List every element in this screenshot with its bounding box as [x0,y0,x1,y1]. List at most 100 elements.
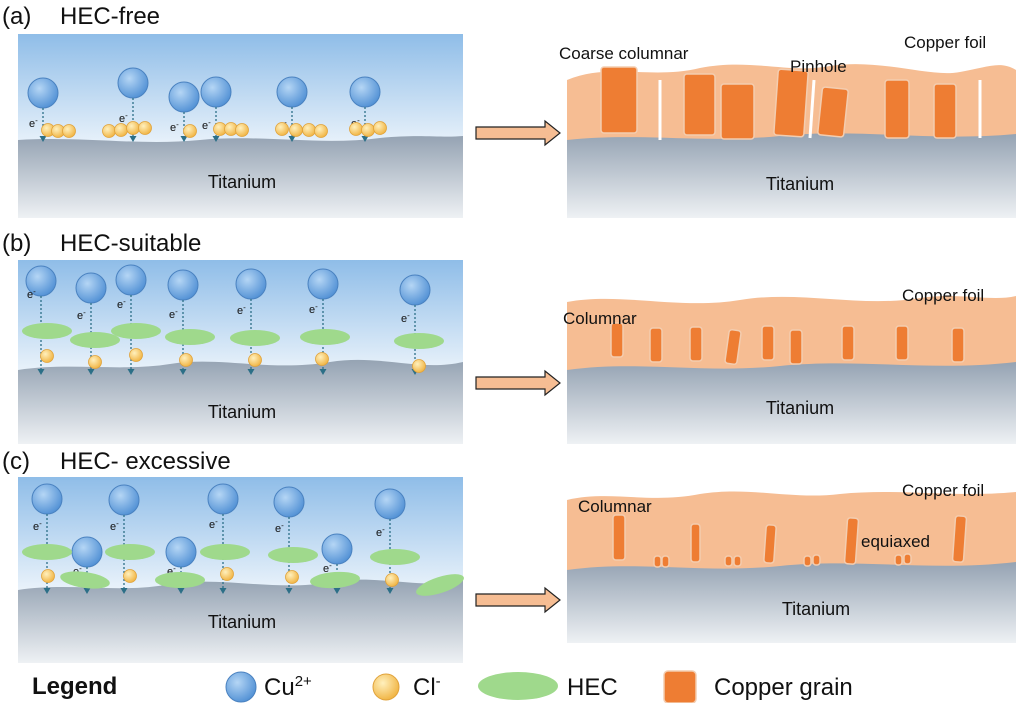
cl-ion [123,569,137,583]
electron-label: e- [237,303,246,317]
panel-a-left-solution: Titanium e-e-e-e-e-e- [18,34,463,218]
legend: Legend Cu2+ Cl- HEC Copper grain [32,670,853,703]
cl-ion [315,352,329,366]
cu-ion [235,268,267,300]
cl-ion [40,349,54,363]
hec-molecule [230,330,280,346]
copper-grain [600,66,638,134]
hec-molecule [165,329,215,345]
electron-label: e- [117,297,126,311]
panel-a-coarse-columnar-label: Coarse columnar [559,44,689,63]
arrow-head [319,369,327,375]
panel-a-right-foil: Titanium Coarse columnar Pinhole Copper … [559,33,1016,218]
panel-a-pinholes [658,79,982,140]
cl-ion [138,121,152,135]
panel-b: (b) HEC-suitable Titanium e-e-e-e-e-e-e-… [2,230,1016,444]
cl-ion [235,123,249,137]
cu-ion [200,76,232,108]
hec-molecule [300,329,350,345]
panel-b-left-solution: Titanium e-e-e-e-e-e-e- [18,260,463,444]
copper-grain [773,68,809,138]
cu-ion [108,484,140,516]
cu-ion [321,533,353,565]
hec-molecule [394,333,444,349]
electron-label: e- [119,111,128,125]
arrow-head [386,588,394,594]
panel-b-columnar-label: Columnar [563,309,637,328]
cl-ion [289,123,303,137]
copper-grain [817,86,849,138]
arrow-head [285,588,293,594]
copper-grain [689,326,703,362]
panel-c-grains [612,514,968,568]
hec-molecule [416,574,464,596]
copper-grain [933,83,957,139]
panel-b-ions: e-e-e-e-e-e-e- [22,264,444,375]
electron-label: e- [33,519,42,533]
arrow-head [127,369,135,375]
cu-ion [307,268,339,300]
cl-ion [275,122,289,136]
copper-grain [720,83,755,140]
copper-grain [789,329,803,365]
electron-label: e- [275,521,284,535]
cu-ion [273,486,305,518]
arrow-head [179,369,187,375]
copper-grain [843,517,860,565]
electron-label: e- [29,116,38,130]
legend-copper-grain-label: Copper grain [714,674,853,701]
electron-label: e- [202,118,211,132]
panel-c-columnar-label: Columnar [578,497,652,516]
panel-a-ions: e-e-e-e-e-e- [27,67,387,142]
cu-ion [31,483,63,515]
copper-grain [649,327,663,363]
panel-a-grains [600,66,957,140]
copper-grain [841,325,855,361]
hec-molecule [111,323,161,339]
copper-grain [763,524,777,564]
copper-grain [683,73,716,136]
hec-molecule [200,544,250,560]
electron-label: e- [309,302,318,316]
arrow-head [120,588,128,594]
cl-ion [102,124,116,138]
panel-a-title: HEC-free [60,3,160,30]
cl-ion [412,359,426,373]
copper-grain [761,325,775,361]
panel-b-arrow [475,369,561,397]
cu-ion [71,536,103,568]
cu-ion [165,536,197,568]
cl-ion [302,123,316,137]
electron-label: e- [167,564,176,578]
panel-b-grains [610,322,965,366]
copper-grain [803,555,812,567]
cl-ion [41,569,55,583]
copper-grain [612,514,626,561]
copper-grain [661,555,670,568]
legend-cu-label: Cu2+ [264,673,312,701]
cl-ion [220,567,234,581]
panel-c-right-substrate-label: Titanium [782,599,850,619]
legend-hec-label: HEC [567,674,618,701]
hec-molecule [155,572,205,588]
arrow-head [288,136,296,142]
copper-grain [733,555,742,567]
panel-c-right-foil: Titanium Columnar equiaxed Copper foil [567,477,1016,643]
panel-c-copper-foil-label: Copper foil [902,481,984,500]
cl-ion [62,124,76,138]
hec-molecule [22,323,72,339]
cl-ion [314,124,328,138]
electron-label: e- [323,561,332,575]
copper-grain [724,328,742,366]
panel-c-letter: (c) [2,448,30,475]
hec-molecule [70,332,120,348]
arrow-head [129,136,137,142]
cu-ion [117,67,149,99]
panel-b-letter: (b) [2,230,31,257]
panel-c-ions: e-e-e-e-e-e-e-e- [22,483,464,596]
arrow-head [361,136,369,142]
legend-cu-ion-icon [225,671,257,703]
arrow-head [43,588,51,594]
panel-c-arrow [475,586,561,614]
arrow-head [212,136,220,142]
